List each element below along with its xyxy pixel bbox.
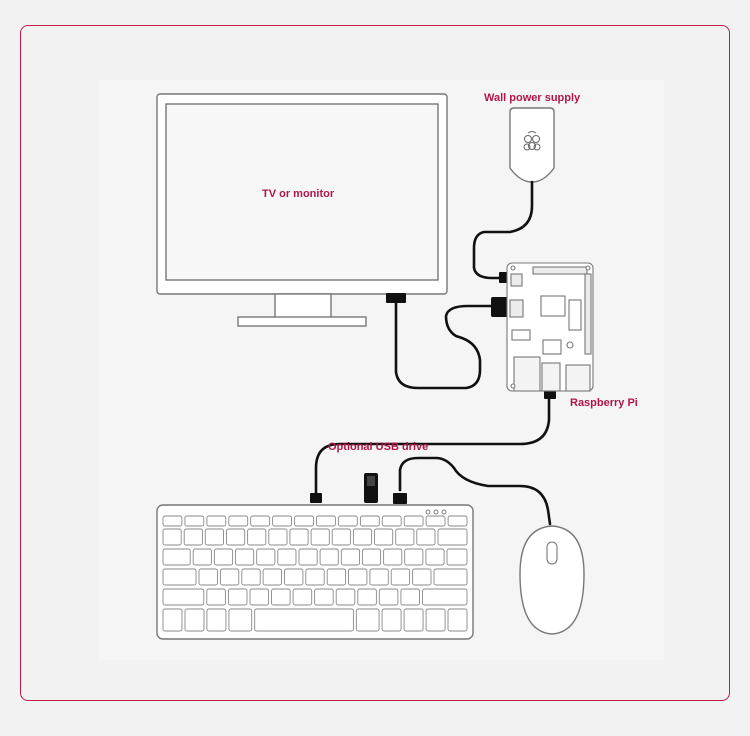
keyboard-key [369,568,389,586]
keyboard-key [268,528,288,546]
keyboard-key [235,548,255,566]
keyboard-key [183,528,203,546]
keyboard-key [447,608,468,632]
keyboard-key [227,588,248,606]
keyboard-key [422,588,468,606]
keyboard-key [378,588,399,606]
keyboard-key [437,528,468,546]
keyboard-key [390,568,411,586]
keyboard-key [316,515,336,527]
keyboard-key [162,588,205,606]
keyboard-key [256,548,276,566]
keyboard-key [381,515,402,527]
cables [314,180,552,526]
power-supply-icon [509,107,555,183]
keyboard-key [400,588,420,606]
keyboard-key [326,568,347,586]
keyboard-key [247,528,267,546]
keyboard-key [284,568,304,586]
keyboard-key [206,608,227,632]
keyboard-key [249,588,270,606]
keyboard-key [228,515,249,527]
monitor-label: TV or monitor [262,188,335,200]
keyboard-key [162,528,182,546]
power-supply-label: Wall power supply [484,92,581,104]
keyboard-key [294,515,314,527]
keyboard-key [204,528,224,546]
keyboard-key [348,568,368,586]
keyboard-key [425,515,446,527]
keyboard-key [403,515,424,527]
keyboard-key [319,548,339,566]
keyboard-key [206,515,227,527]
raspberry-logo-icon [523,131,541,151]
keyboard-key [433,568,468,586]
keyboard-icon [156,504,474,640]
keyboard-key [310,528,330,546]
keyboard-key [395,528,415,546]
keyboard-key [305,568,325,586]
raspberry-pi-label: Raspberry Pi [570,397,638,409]
keyboard-key [271,588,291,606]
keyboard-key [262,568,282,586]
keyboard-key [226,528,246,546]
usb-drive-label: Optional USB drive [328,441,429,453]
keyboard-key [355,608,380,632]
keyboard-key [213,548,234,566]
keyboard-key [337,515,358,527]
keyboard-key [198,568,218,586]
keyboard-key [298,548,318,566]
keyboard-key [228,608,253,632]
keyboard-key [381,608,402,632]
keyboard-key [331,528,351,546]
keyboard-key [359,515,380,527]
keyboard-key [250,515,271,527]
keyboard-key [162,515,183,527]
keyboard-key [314,588,334,606]
keyboard-key [206,588,226,606]
keyboard-key [292,588,313,606]
keyboard-key [184,608,205,632]
usb-drive-icon [367,476,375,486]
keyboard-key [416,528,436,546]
keyboard-key [335,588,356,606]
keyboard-key [340,548,360,566]
keyboard-key [404,548,424,566]
raspberry-pi-board-icon [506,262,594,392]
keyboard-key [162,608,183,632]
keyboard-key [361,548,382,566]
keyboard-key [425,548,445,566]
keyboard-key [272,515,292,527]
keyboard-key [162,568,197,586]
keyboard-key [184,515,205,527]
keyboard-key [277,548,297,566]
keyboard-key [447,515,468,527]
keyboard-key [254,608,354,632]
mouse-icon [519,525,585,635]
monitor-icon [156,93,448,327]
keyboard-key [412,568,432,586]
keyboard-key [383,548,403,566]
keyboard-key [374,528,394,546]
keyboard-key [446,548,468,566]
keyboard-key [241,568,261,586]
keyboard-key [425,608,446,632]
keyboard-key [357,588,377,606]
keyboard-key [289,528,309,546]
keyboard-key [162,548,191,566]
keyboard-key [219,568,240,586]
keyboard-key [352,528,373,546]
keyboard-key [192,548,212,566]
keyboard-key [403,608,424,632]
